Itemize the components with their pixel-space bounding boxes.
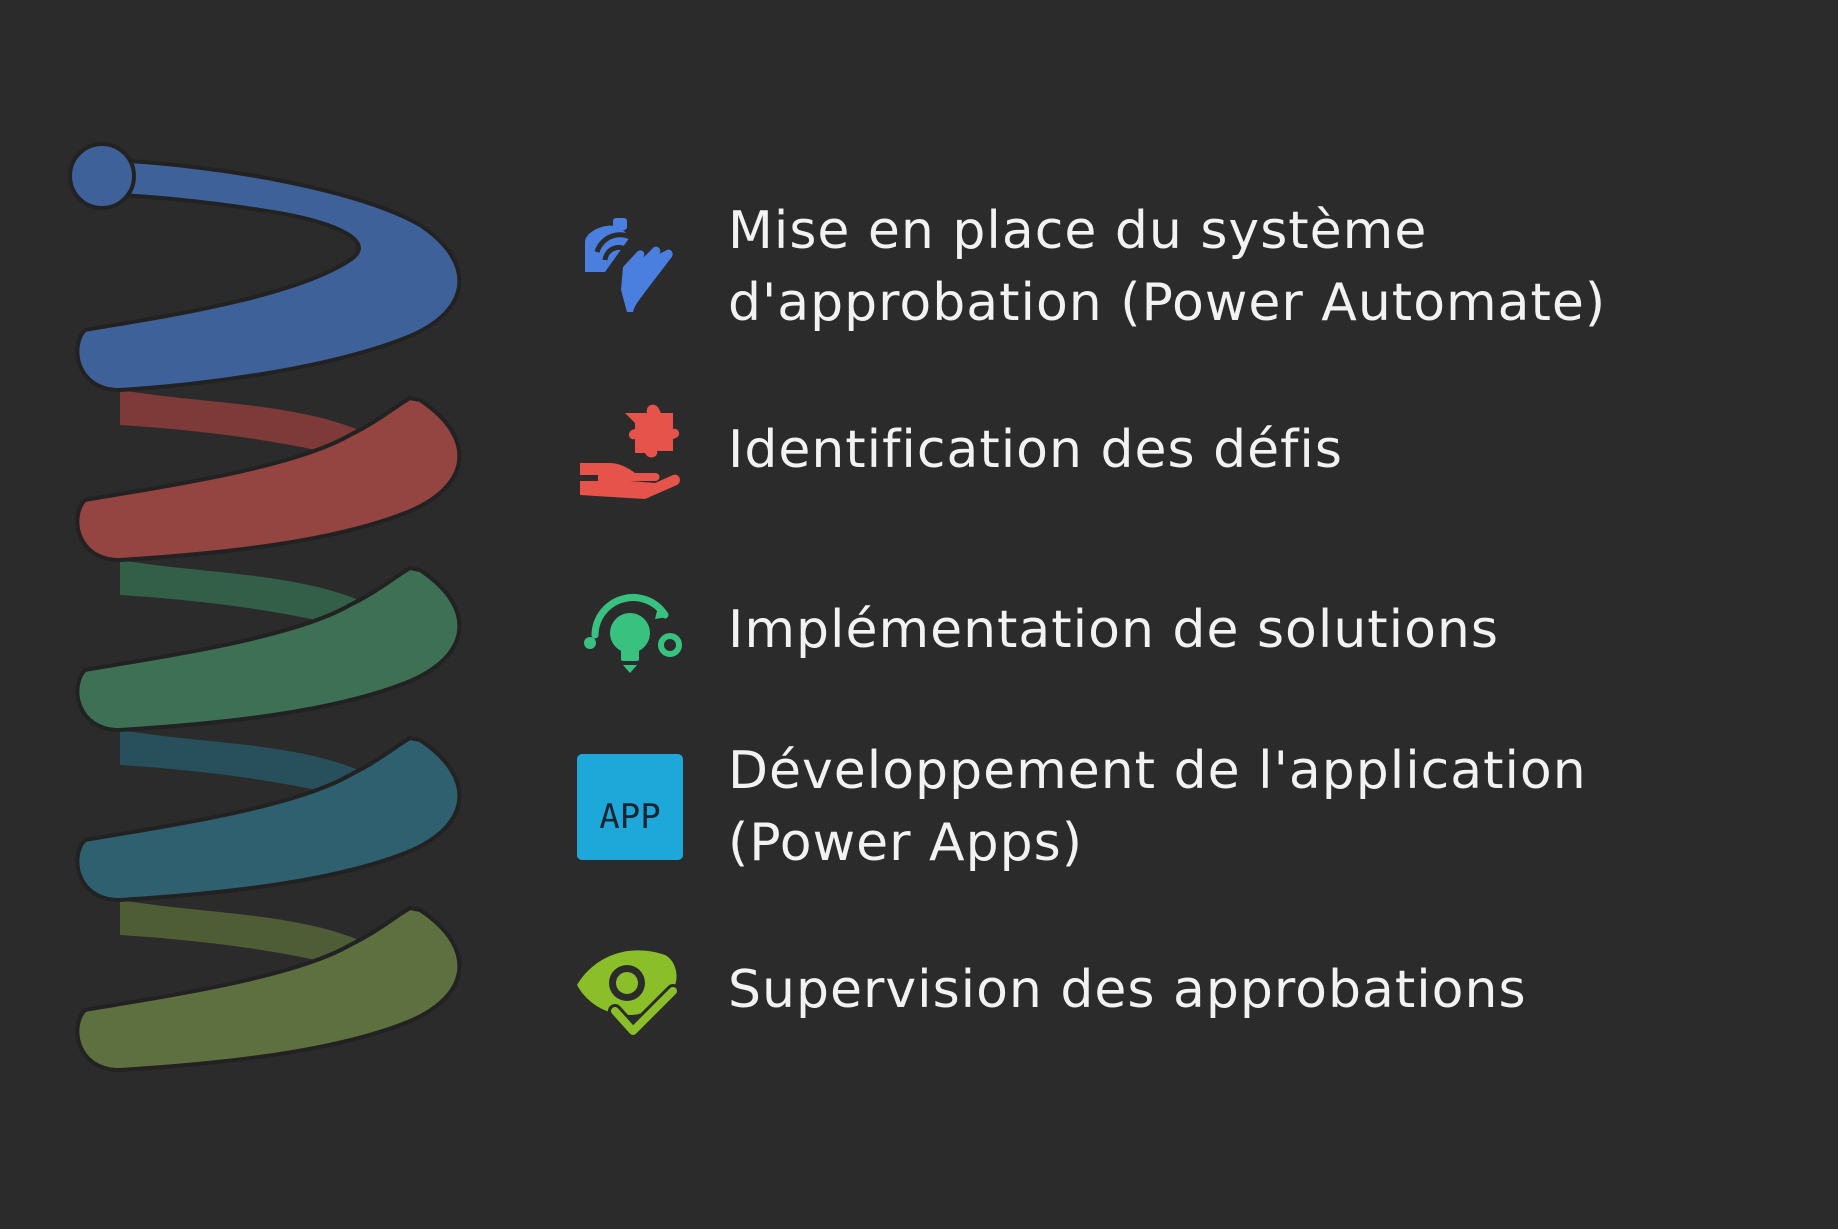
spiral-coil-olive	[75, 905, 462, 1073]
spiral-end-cap	[68, 142, 136, 210]
step-item: Mise en place du système d'approbation (…	[570, 195, 1788, 339]
spiral-coil-green	[75, 565, 462, 733]
step-item: Supervision des approbations	[570, 930, 1788, 1050]
eye-check-icon	[570, 930, 690, 1050]
step-label: Implémentation de solutions	[728, 600, 1499, 660]
app-icon-text: APP	[599, 797, 660, 837]
step-item: APP Développement de l'application (Powe…	[570, 735, 1788, 879]
app-icon: APP	[570, 747, 690, 867]
step-label: Mise en place du système d'approbation (…	[728, 201, 1607, 333]
step-label: Identification des défis	[728, 420, 1343, 480]
hand-tap-icon	[570, 207, 690, 327]
spiral-back-teal	[120, 730, 380, 798]
spiral-back-green	[120, 560, 380, 628]
step-item: Implémentation de solutions	[570, 570, 1788, 690]
step-item: Identification des défis	[570, 390, 1788, 510]
step-label: Supervision des approbations	[728, 960, 1527, 1020]
lightbulb-gear-icon	[570, 570, 690, 690]
spiral-graphic	[68, 142, 462, 1073]
spiral-coil-teal	[75, 735, 462, 903]
spiral-back-olive	[120, 900, 380, 968]
step-label: Développement de l'application (Power Ap…	[728, 741, 1587, 873]
spiral-back-red	[120, 390, 380, 458]
puzzle-hand-icon	[570, 390, 690, 510]
spiral-coil-red	[75, 395, 462, 563]
spiral-coil-blue	[75, 157, 462, 393]
